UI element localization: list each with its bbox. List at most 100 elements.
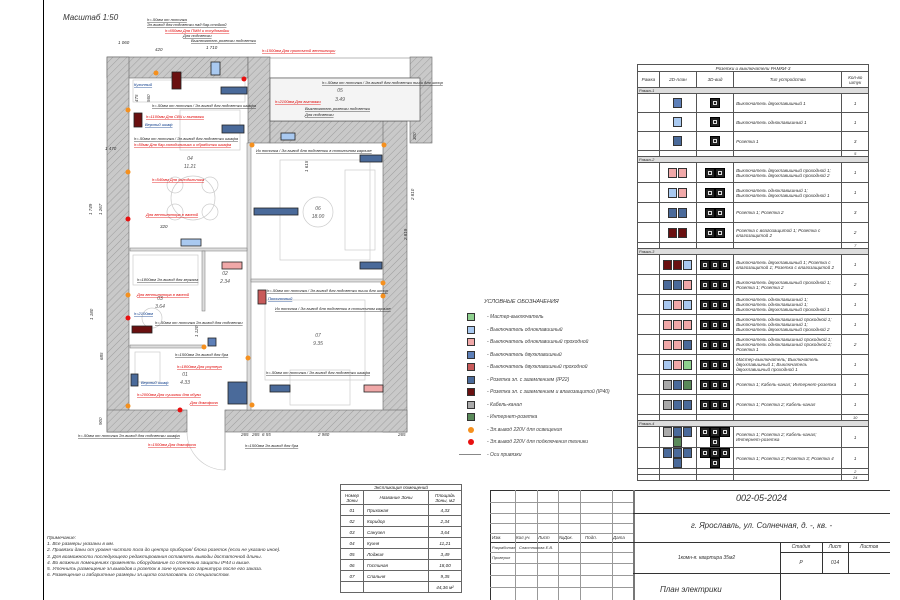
view-3d-icons (695, 93, 735, 113)
device-2d-icon (683, 448, 693, 458)
annotation-label: h=-50мм от потолка / Эл.вывод для подсве… (267, 288, 389, 293)
device-3d-icon (700, 339, 711, 350)
col-header: Рамка (637, 71, 660, 88)
device-type: Розетка 1; Розетка 2 (733, 202, 843, 223)
zone-area: 9,35 (428, 570, 462, 582)
legend-label: - Выключатель одноклавишный (487, 326, 563, 333)
room-area: 9.35 (313, 341, 323, 347)
note-item: 1. Все размеры указаны в мм. (47, 542, 115, 548)
revision-col-header: Дата (613, 535, 625, 540)
legend-item: - Эл.вывод 220V для освещения (467, 425, 562, 435)
devices-table: Розетки и выключатели РАМКИ-3 Рамка 2D-п… (637, 64, 869, 481)
grid-line (490, 502, 633, 503)
device-3d-icon (705, 187, 716, 198)
legend-label: - Розетка эл. с заземлением (IP22) (487, 376, 570, 383)
view-3d-icons (695, 354, 735, 375)
dimension-label: 1 060 (118, 40, 130, 45)
col-header: Номер Зоны (340, 490, 364, 505)
device-count: 1 (841, 112, 869, 132)
sheets-label: Листов (859, 544, 879, 550)
device-count: 1 (841, 426, 869, 448)
dimension-label: 6 55 (262, 432, 271, 437)
plan-2d-icons (658, 112, 697, 132)
device-swatch-icon (467, 350, 475, 359)
dimension-label: 1 120 (194, 325, 199, 337)
device-count: 2 (841, 274, 869, 295)
annotation-label: h=1500мм Эл.вывод для бра (245, 443, 299, 448)
plan-2d-icons (658, 334, 697, 355)
rooms-table: Экспликация помещений Номер Зоны Названи… (340, 484, 462, 593)
zone-name: Лоджия (363, 548, 429, 560)
plan-2d-icons (658, 447, 697, 469)
device-3d-icon (720, 259, 731, 270)
frame-cell (637, 274, 660, 295)
annotation-label: h=-50мм от потолка / Эл.вывод для подсве… (134, 136, 239, 141)
device-2d-icon (673, 379, 683, 390)
zone-number: 05 (340, 548, 364, 560)
device-3d-icon (715, 227, 726, 238)
room-number: 03 (157, 296, 163, 302)
annotation-label: Потолочный (268, 296, 293, 301)
table-row: Выключатель одноклавишный проходной 1; В… (637, 334, 869, 355)
annotation-label: h=2000мм Для сушилки для обуви (137, 392, 202, 397)
room-area: 4.33 (180, 380, 190, 386)
legend-item: - Розетка эл. с заземлением (IP22) (467, 375, 569, 385)
device-type: Выключатель одноклавишный 1; Выключатель… (733, 182, 843, 203)
frame-cell (637, 314, 660, 335)
device-type: Выключатель одноклавишный проходной 1; В… (733, 334, 843, 355)
device-2d-icon (673, 458, 683, 468)
zone-area: 18,00 (428, 559, 462, 571)
device-2d-icon (663, 427, 673, 437)
col-header: Площадь Зоны, м2 (428, 490, 462, 505)
plan-2d-icons (658, 202, 697, 223)
annotation-label: Верхний шкаф (141, 380, 169, 385)
note-item: 5. Уточнить размещение эл.выводов и розе… (47, 567, 263, 573)
legend-label: - Интернет-розетка (487, 414, 538, 420)
grid-line (537, 490, 538, 600)
address: г. Ярославль, ул. Солнечная, д. -, кв. - (690, 521, 833, 530)
device-3d-icon (710, 98, 721, 108)
annotation-label: h=-50мм от потолка / Эл.вывод для подсве… (266, 370, 371, 375)
dimension-label: 320 (160, 224, 168, 229)
device-2d-icon (673, 437, 683, 447)
device-type: Розетка 1; Розетка 2; Кабель-канал; Инте… (733, 426, 843, 448)
annotation-label: h=-50мм от потолка Эл.вывод для подсветк… (78, 433, 181, 438)
device-3d-icon (700, 448, 711, 458)
frame-cell (637, 374, 660, 395)
plan-2d-icons (658, 182, 697, 203)
dimension-label: 2 980 (317, 432, 330, 437)
zone-name: Прихожая (363, 504, 429, 516)
device-count: 2 (841, 222, 869, 243)
table-row: Розетка 1; Розетка 2; Кабель-канал; Инте… (637, 426, 869, 448)
project-code: 002-05-2024 (735, 493, 788, 503)
device-count: 1 (841, 394, 869, 415)
device-markers (125, 61, 387, 413)
device-count: 1 (841, 354, 869, 375)
annotation-label: h=-50мм от потолка Эл.вывод для подсветк… (155, 320, 243, 325)
device-swatch-icon (467, 388, 475, 396)
view-3d-icons (695, 334, 735, 355)
zone-number: 01 (340, 504, 364, 516)
device-type: Выключатель двухклавишный проходной 1; Р… (733, 274, 843, 295)
device-type: Мастер-выключатель; Выключатель двухклав… (733, 354, 843, 375)
annotation-label: Из потолка / Эл.вывод для подсветки в по… (275, 306, 391, 311)
revision-col-header: Лист (538, 535, 550, 540)
grid-line (558, 490, 559, 600)
device-2d-icon (663, 359, 673, 370)
device-3d-icon (700, 359, 711, 370)
dimension-label: 1 267 (98, 203, 103, 215)
device-2d-icon (663, 319, 673, 330)
legend-label: - Выключатель двухклавишный проходной (487, 364, 588, 370)
devices-table-title: Розетки и выключатели РАМКИ-3 (637, 64, 869, 72)
zone-area: 4,33 (428, 504, 462, 516)
grid-line (612, 490, 613, 600)
revision-col-header: Кол.уч. (516, 535, 531, 540)
device-2d-icon (678, 227, 688, 238)
dimension-label: 1 710 (206, 45, 218, 50)
stage-label: Стадия (791, 544, 811, 550)
device-2d-icon (673, 448, 683, 458)
